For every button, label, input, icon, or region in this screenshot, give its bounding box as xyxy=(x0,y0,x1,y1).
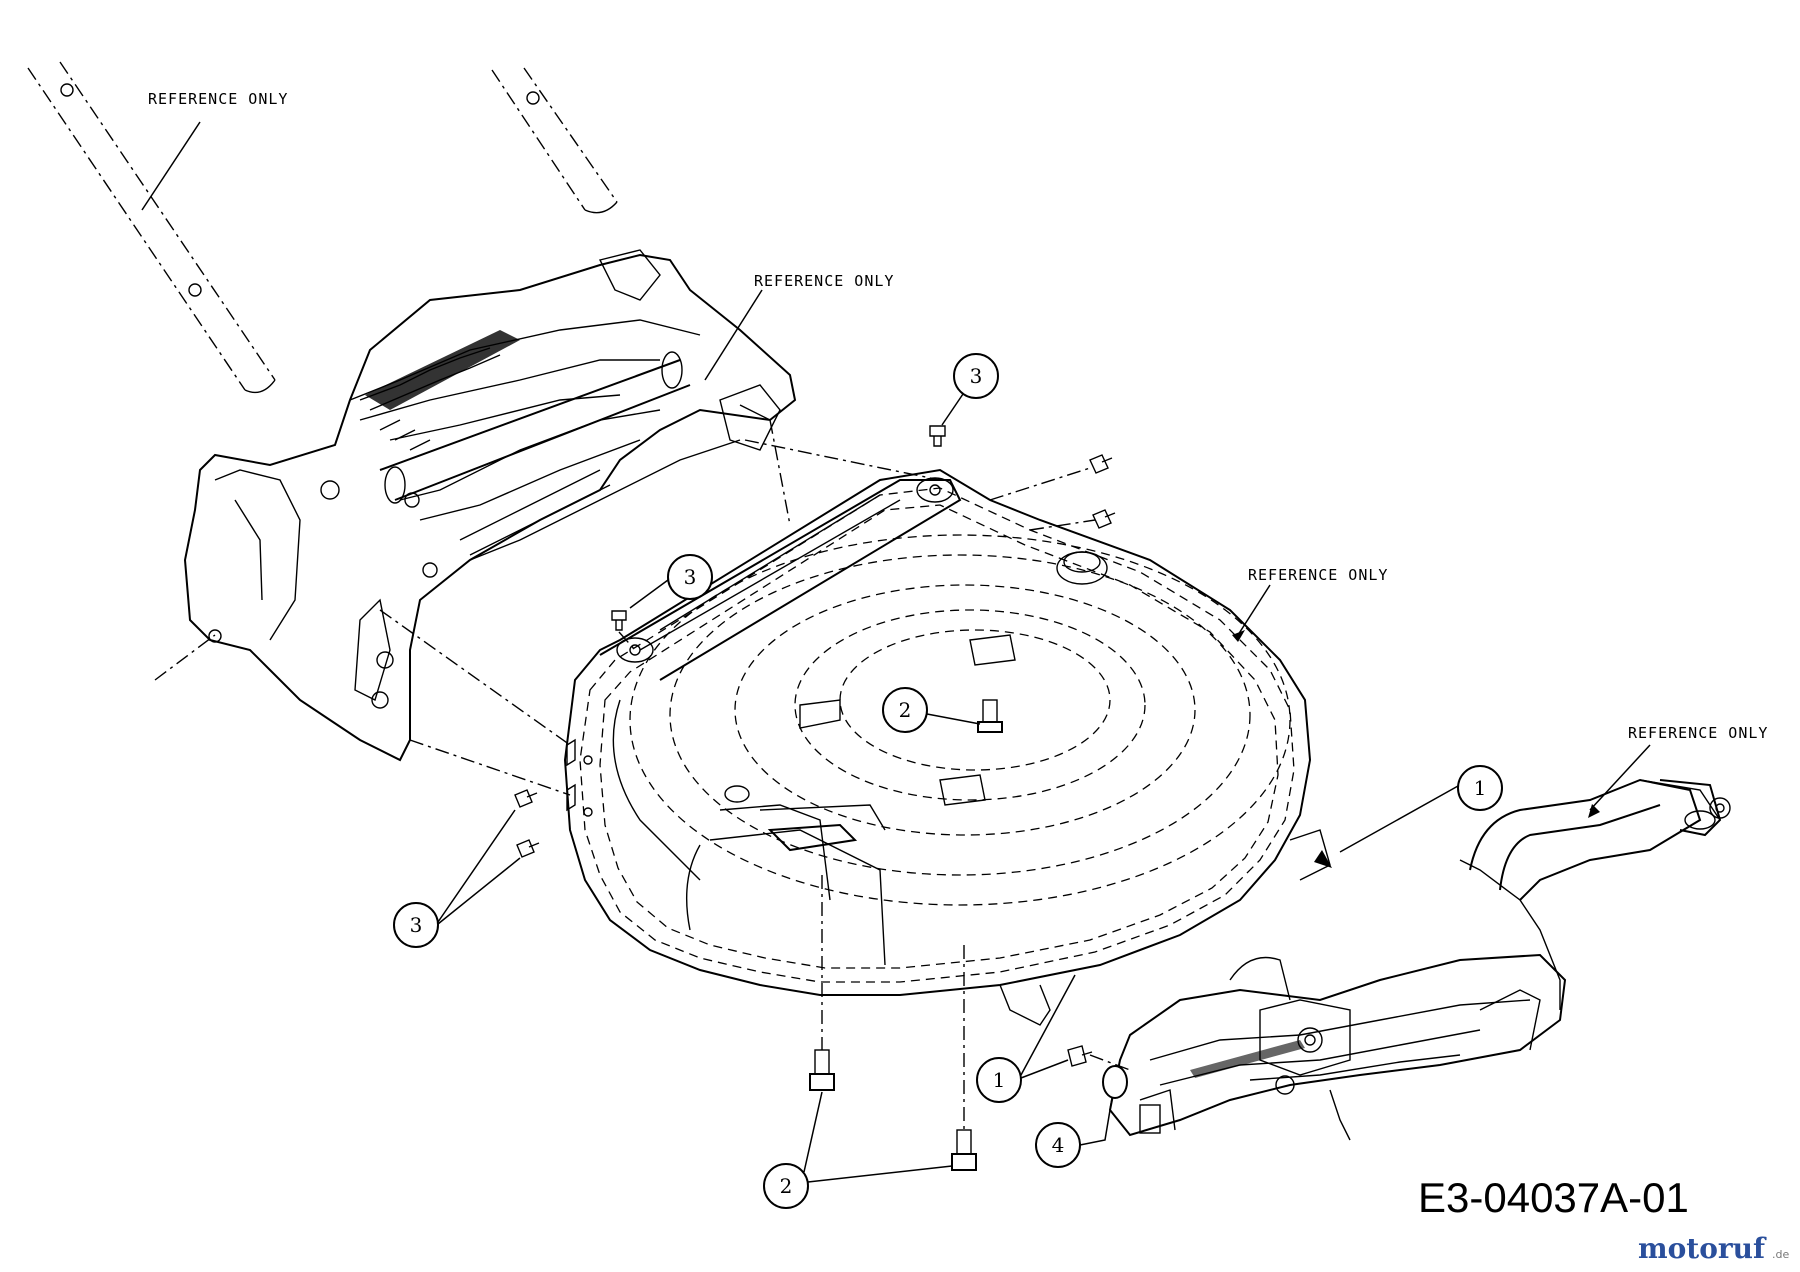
ref-label-deck: REFERENCE ONLY xyxy=(1248,566,1388,584)
screw-left-1 xyxy=(514,789,538,808)
callout-1-bottom: 1 xyxy=(976,974,1076,1103)
assembly-lines xyxy=(379,419,1131,1130)
rear-handle-assembly xyxy=(1108,778,1731,1141)
callout-1-right: 1 xyxy=(1339,765,1503,853)
bolt-bottom-2 xyxy=(951,1129,977,1171)
screw-top xyxy=(929,425,946,447)
svg-text:1: 1 xyxy=(1474,776,1487,800)
callout-3-mid: 3 xyxy=(629,554,713,609)
svg-text:3: 3 xyxy=(410,913,423,937)
watermark-brand: motoruf xyxy=(1638,1232,1767,1265)
svg-text:2: 2 xyxy=(780,1174,793,1198)
bolt-side xyxy=(1067,1045,1093,1067)
callout-2-bottom: 2 xyxy=(763,1091,953,1209)
reference-labels: REFERENCE ONLY REFERENCE ONLY REFERENCE … xyxy=(141,90,1768,818)
rear-housing xyxy=(154,249,797,762)
svg-text:4: 4 xyxy=(1052,1133,1065,1157)
screw-left-2 xyxy=(516,839,540,858)
screw-right-1 xyxy=(1089,454,1113,474)
ref-label-rear-handle: REFERENCE ONLY xyxy=(1628,724,1768,742)
callout-4-bottom: 4 xyxy=(1035,1097,1113,1168)
callout-3-left: 3 xyxy=(393,809,521,948)
screw-mid xyxy=(611,610,627,631)
fasteners xyxy=(514,425,1128,1171)
bolt-bottom-1 xyxy=(809,1049,835,1091)
bolt-center xyxy=(977,699,1003,733)
mower-deck xyxy=(563,468,1332,1026)
ref-label-handle: REFERENCE ONLY xyxy=(148,90,288,108)
svg-text:2: 2 xyxy=(899,698,912,722)
handle-tubes xyxy=(27,61,618,394)
screw-right-2 xyxy=(1092,509,1116,529)
watermark-logo: motoruf .de xyxy=(1638,1232,1789,1265)
drawing-code: E3-04037A-01 xyxy=(1418,1174,1689,1221)
svg-text:3: 3 xyxy=(970,364,983,388)
washer xyxy=(1102,1065,1128,1099)
svg-text:3: 3 xyxy=(684,565,697,589)
callout-2-center: 2 xyxy=(882,687,981,733)
svg-text:1: 1 xyxy=(993,1068,1006,1092)
ref-label-housing: REFERENCE ONLY xyxy=(754,272,894,290)
watermark-suffix: .de xyxy=(1772,1248,1789,1261)
callout-3-top: 3 xyxy=(941,353,999,426)
callouts: 3 3 3 2 2 1 xyxy=(393,353,1503,1209)
